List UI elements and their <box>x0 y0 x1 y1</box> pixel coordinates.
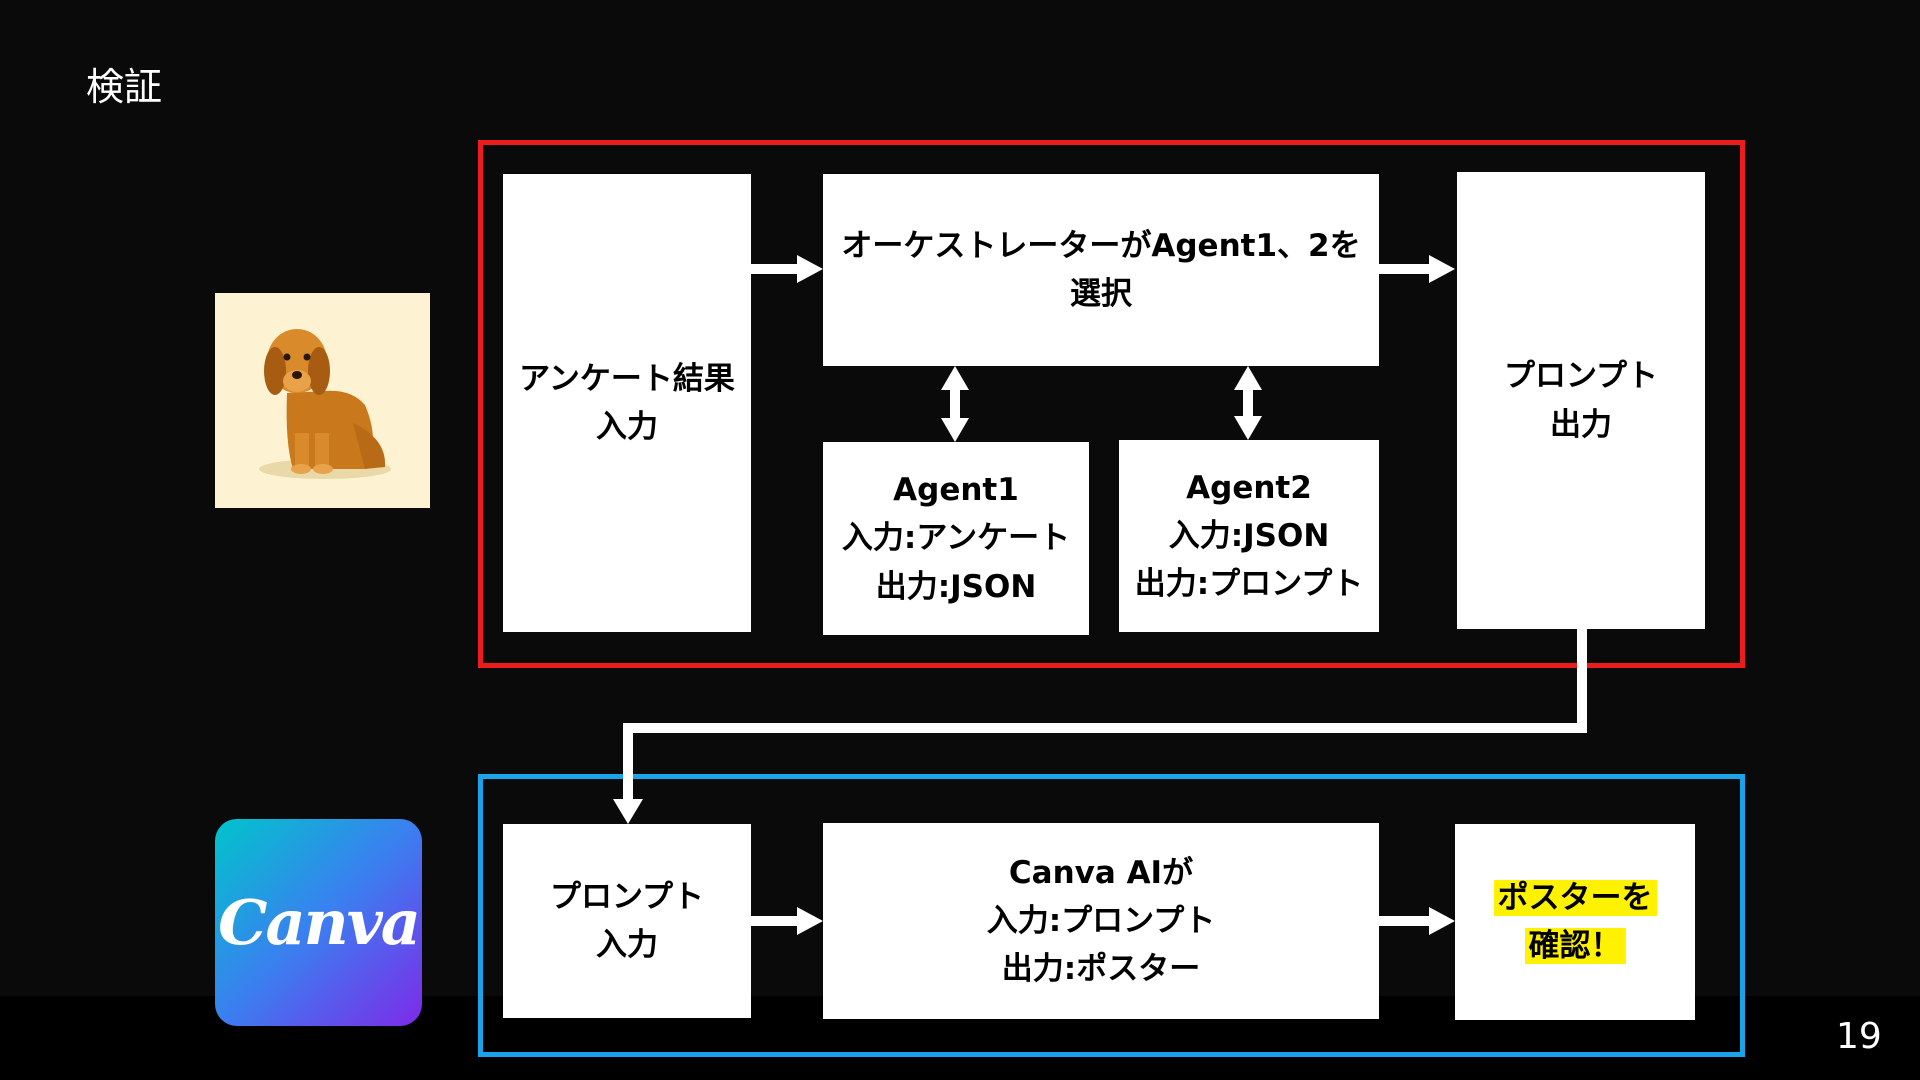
agent2-output: 出力:プロンプト <box>1134 566 1364 603</box>
survey-input-box: アンケート結果 入力 <box>503 174 751 632</box>
poster-check-box: ポスターを 確認！ <box>1455 824 1695 1020</box>
orchestrator-box: オーケストレーターがAgent1、2を 選択 <box>823 174 1379 366</box>
canva-logo: Canva <box>215 819 422 1026</box>
dog-icon <box>259 329 391 479</box>
canva-ai-line-1: Canva AIが <box>1008 854 1194 891</box>
dog-illustration <box>215 293 430 508</box>
agent2-name: Agent2 <box>1186 469 1312 506</box>
orchestrator-line-1: オーケストレーターがAgent1、2を <box>841 227 1361 264</box>
slide-title: 検証 <box>86 65 163 109</box>
poster-check-highlight-2: 確認！ <box>1524 928 1626 964</box>
agent1-input: 入力:アンケート <box>841 520 1071 557</box>
agent-pipeline-frame <box>478 140 1745 668</box>
agent2-box: Agent2 入力:JSON 出力:プロンプト <box>1119 440 1379 632</box>
canva-ai-output: 出力:ポスター <box>1001 951 1201 988</box>
prompt-input-line-1: プロンプト <box>549 878 705 915</box>
poster-check-line-1: ポスターを <box>1493 874 1657 922</box>
prompt-output-box: プロンプト 出力 <box>1457 172 1705 629</box>
agent1-box: Agent1 入力:アンケート 出力:JSON <box>823 442 1089 635</box>
survey-input-line-1: アンケート結果 <box>519 360 735 397</box>
page-number: 19 <box>1836 1016 1882 1057</box>
canva-logo-text: Canva <box>218 886 421 959</box>
prompt-input-box: プロンプト 入力 <box>503 824 751 1018</box>
agent2-input: 入力:JSON <box>1168 517 1330 554</box>
poster-check-line-2: 確認！ <box>1524 922 1626 970</box>
canva-ai-input: 入力:プロンプト <box>986 902 1216 939</box>
canva-ai-box: Canva AIが 入力:プロンプト 出力:ポスター <box>823 823 1379 1019</box>
prompt-input-line-2: 入力 <box>596 927 658 963</box>
survey-input-line-2: 入力 <box>596 409 658 445</box>
poster-check-highlight-1: ポスターを <box>1493 879 1657 916</box>
canva-pipeline-frame <box>478 774 1745 1057</box>
prompt-output-line-1: プロンプト <box>1503 358 1659 395</box>
prompt-output-line-2: 出力 <box>1550 406 1612 443</box>
orchestrator-line-2: 選択 <box>1070 276 1132 312</box>
agent1-name: Agent1 <box>893 472 1019 509</box>
agent1-output: 出力:JSON <box>875 568 1037 605</box>
